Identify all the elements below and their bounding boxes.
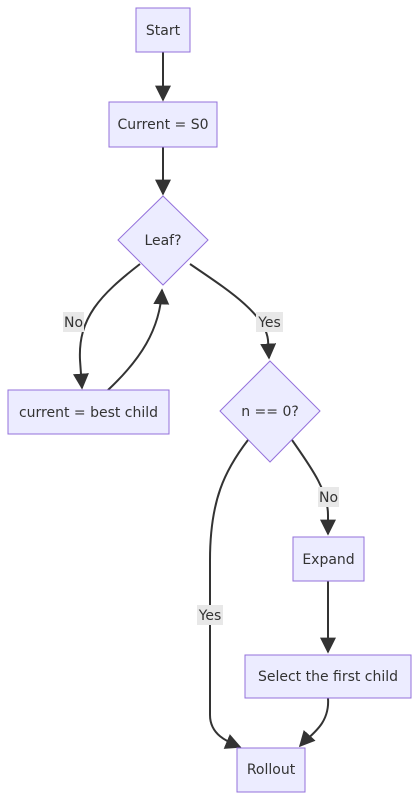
node-rollout-label: Rollout [247,762,296,778]
edge-label-n-no: No [319,490,338,506]
node-n-zero-label: n == 0? [241,404,299,420]
node-expand[interactable]: Expand [292,536,365,582]
edge-n-zero-no-to-expand [291,439,336,536]
edge-label-leaf-no: No [64,315,83,331]
edge-leaf-yes-to-n-zero [189,263,277,360]
edge-select-first-to-rollout [298,697,330,748]
node-current-s0-label: Current = S0 [117,117,208,133]
node-best-child[interactable]: current = best child [7,389,170,435]
node-leaf-decision[interactable]: Leaf? [117,195,209,286]
node-rollout[interactable]: Rollout [236,747,306,793]
edges [72,52,336,749]
node-expand-label: Expand [302,552,354,568]
node-best-child-label: current = best child [19,405,158,421]
node-start[interactable]: Start [135,7,191,53]
node-leaf-label: Leaf? [144,233,181,249]
node-n-zero-decision[interactable]: n == 0? [219,360,321,463]
node-current-s0[interactable]: Current = S0 [108,101,218,148]
edge-label-n-yes: Yes [198,608,222,624]
edge-labels: No Yes No Yes [63,312,339,625]
edge-leaf-no-to-best-child [72,263,141,390]
edge-label-leaf-yes: Yes [257,315,281,331]
node-select-first-child[interactable]: Select the first child [244,654,412,699]
node-select-first-child-label: Select the first child [258,669,398,685]
edge-n-zero-yes-to-rollout [209,439,249,749]
edge-best-child-to-leaf [107,288,170,391]
node-start-label: Start [146,23,181,39]
